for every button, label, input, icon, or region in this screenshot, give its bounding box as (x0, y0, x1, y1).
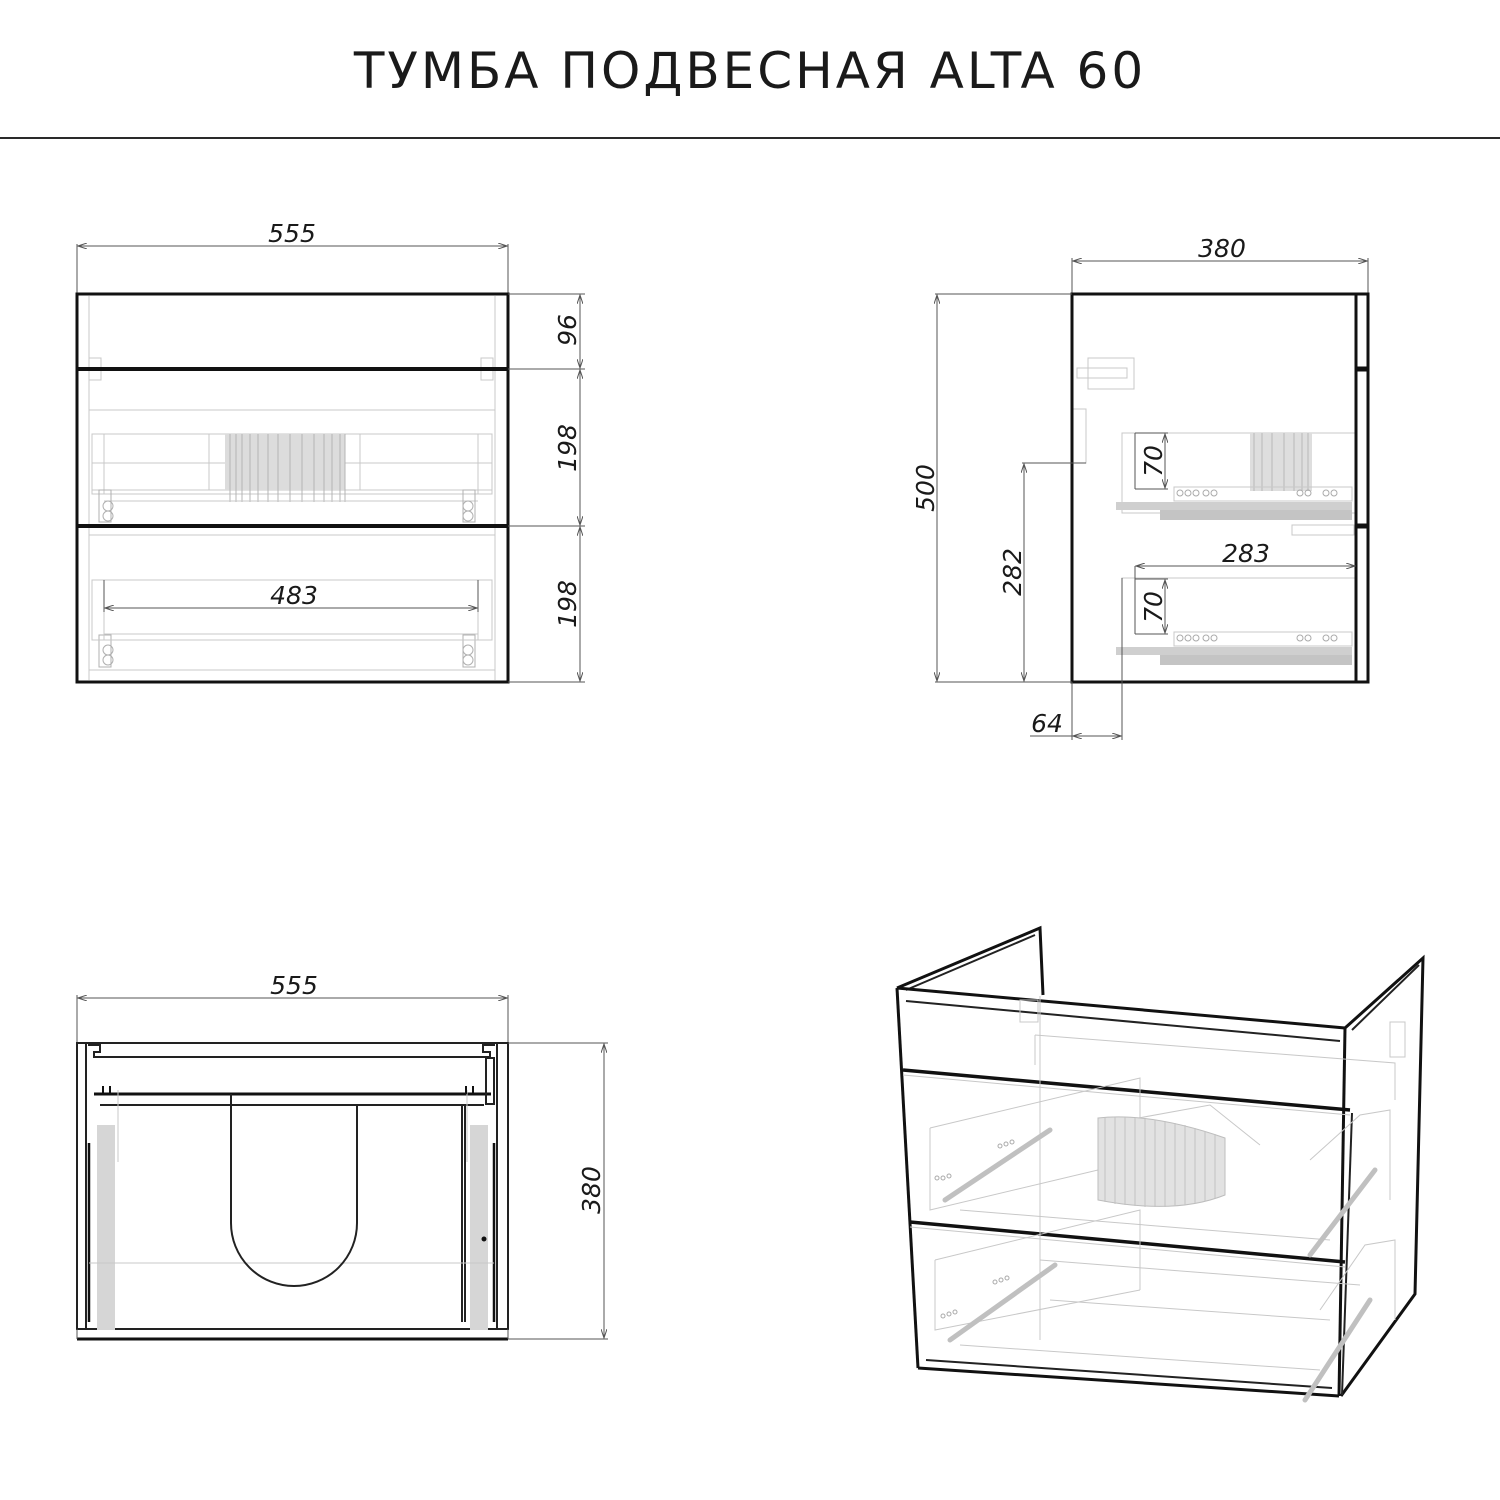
top-view: 555 380 (76, 971, 608, 1341)
front-width-dimension: 555 (268, 219, 316, 248)
inner-drawer-width-dimension: 483 (270, 581, 318, 610)
drawer1-inner-height-dimension: 70 (1139, 445, 1168, 477)
front-view: 555 (75, 219, 585, 684)
isometric-view (895, 925, 1425, 1403)
side-depth-dimension: 380 (1198, 234, 1246, 263)
drawer1-height-dimension: 198 (553, 424, 582, 472)
drawer2-height-dimension: 198 (553, 580, 582, 628)
title-divider (0, 137, 1500, 139)
side-view: 380 (911, 234, 1370, 740)
drain-offset-dimension: 64 (1031, 709, 1063, 738)
drawer2-inner-height-dimension: 70 (1139, 591, 1168, 623)
page-title: ТУМБА ПОДВЕСНАЯ ALTA 60 (353, 42, 1147, 100)
top-depth-dimension: 380 (577, 1166, 606, 1214)
drawer-depth-dimension: 283 (1222, 539, 1270, 568)
total-height-dimension: 500 (911, 464, 940, 512)
top-width-dimension: 555 (270, 971, 318, 1000)
top-panel-height-dimension: 96 (553, 314, 582, 346)
drain-height-dimension: 282 (998, 548, 1027, 596)
